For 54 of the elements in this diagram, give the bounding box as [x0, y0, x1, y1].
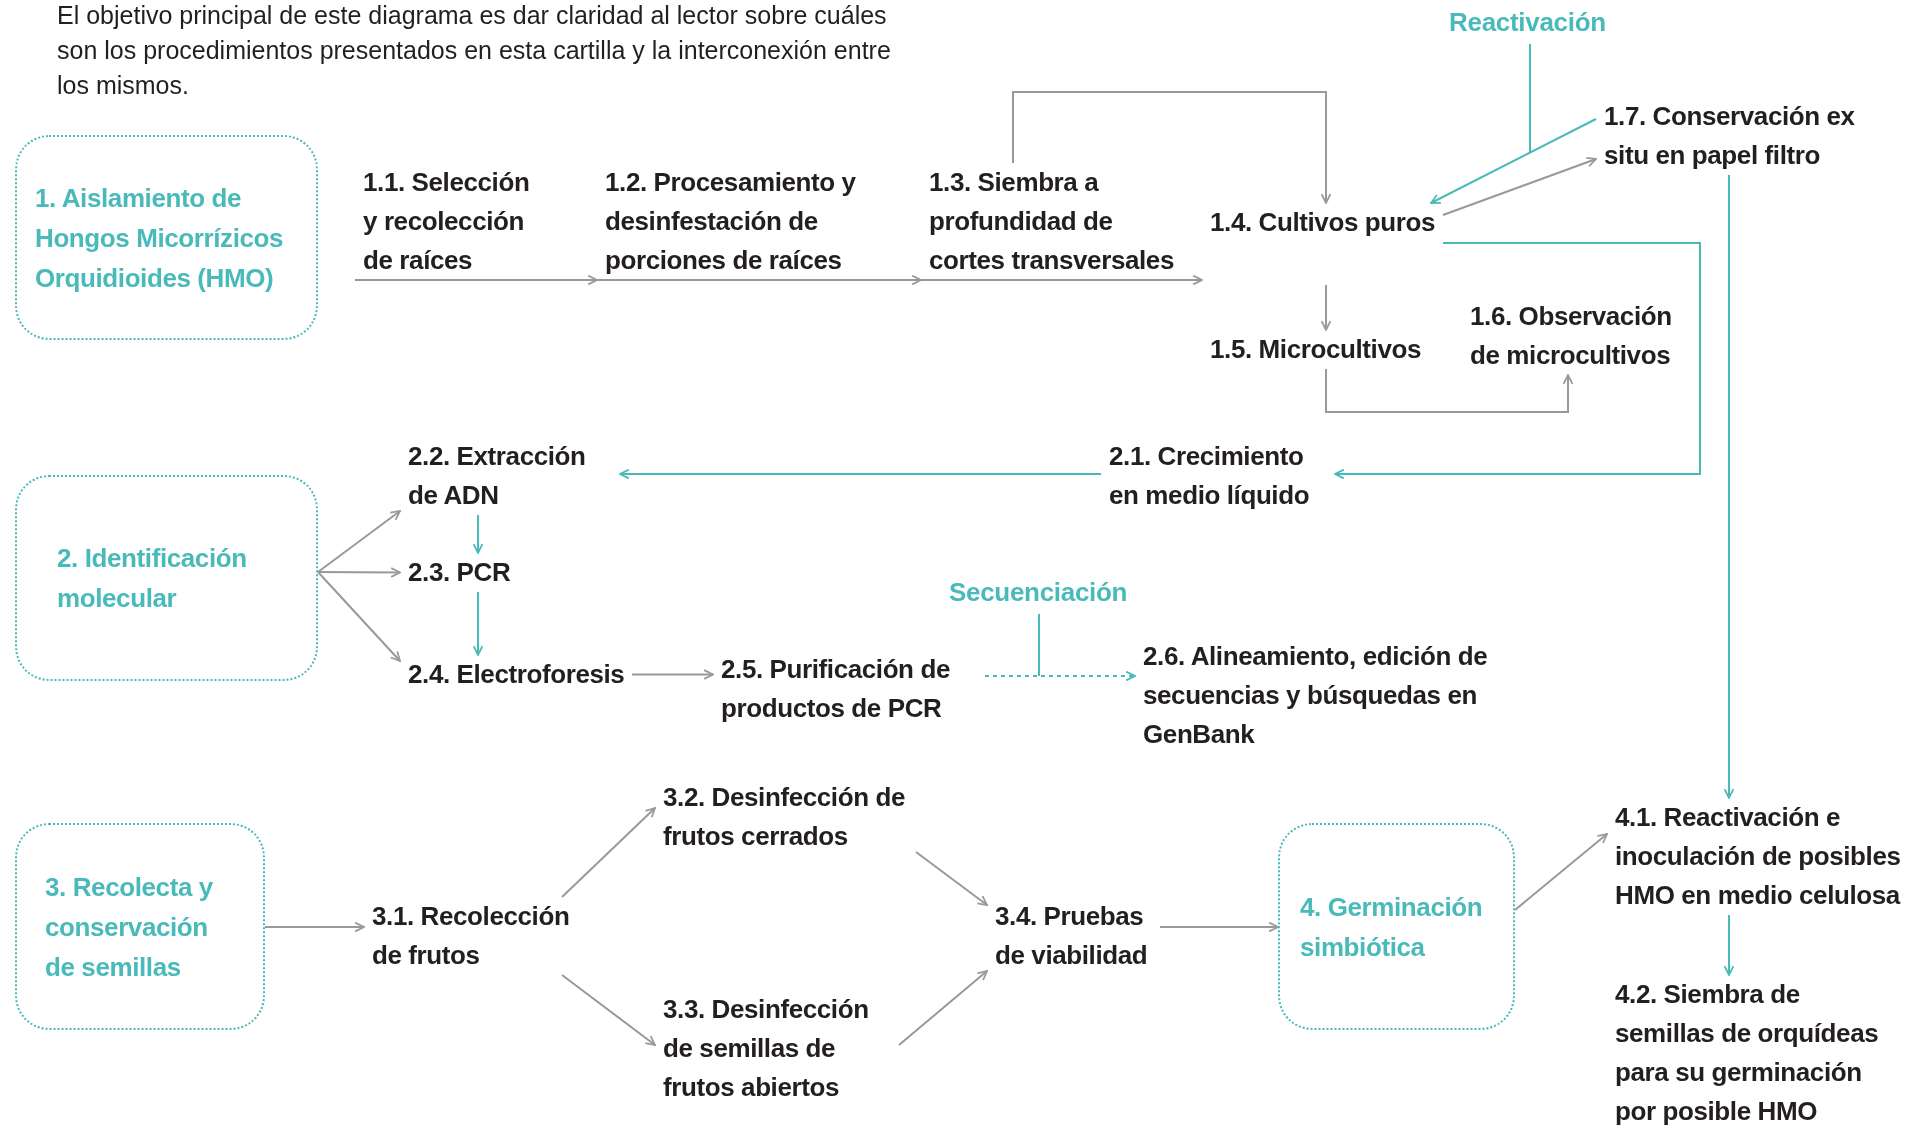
arrow: [898, 970, 988, 1046]
arrow: [317, 571, 401, 662]
step-text: 3.2. Desinfección de frutos cerrados: [663, 781, 906, 853]
step-text: 3.1. Recolección de frutos: [372, 900, 571, 972]
arrow: [631, 669, 714, 680]
arrow: [1442, 157, 1597, 216]
step-text: 2.6. Alineamiento, edición de secuencias y búsquedas en GenBank: [1143, 640, 1489, 751]
dotted-group-box: [15, 475, 318, 681]
arrow: [561, 974, 656, 1046]
arrow: [619, 468, 1102, 480]
step-text: 2.3. PCR: [408, 556, 511, 589]
step-text: 2.4. Electroforesis: [408, 658, 625, 691]
arrow: [1325, 368, 1574, 413]
group-title: 3. Recolecta y conservación de semillas: [45, 870, 214, 984]
group-title: 2. Identificación molecular: [57, 542, 248, 615]
arrow: [1012, 91, 1332, 204]
step-text: 1.1. Selección y recolección de raíces: [363, 166, 531, 277]
group-title: 4. Germinación simbiótica: [1300, 890, 1484, 964]
step-text: 2.1. Crecimiento en medio líquido: [1109, 440, 1311, 512]
arrow: [1430, 118, 1597, 204]
step-text: 4.1. Reactivación e inoculación de posibles HMO en medio celulosa: [1615, 801, 1902, 912]
step-text: 2.5. Purificación de productos de PCR: [721, 653, 951, 725]
step-text: 1.6. Observación de microcultivos: [1470, 300, 1673, 372]
step-text: 1.2. Procesamiento y desinfestación de porciones de raíces: [605, 166, 857, 277]
arrow: [984, 670, 1136, 682]
arrow: [1320, 284, 1332, 331]
arrow: [472, 514, 484, 554]
arrow: [317, 567, 401, 578]
step-text: 1.5. Microcultivos: [1210, 333, 1421, 366]
dotted-group-box: [15, 823, 265, 1030]
step-text: 2.2. Extracción de ADN: [408, 440, 587, 512]
group-title: 1. Aislamiento de Hongos Micorrízicos Orquidioides (HMO): [35, 181, 285, 295]
arrow: [1723, 174, 1735, 799]
arrow: [596, 274, 922, 286]
arrow: [920, 274, 1203, 286]
arrow: [264, 921, 365, 933]
arrow: [317, 510, 401, 573]
arrow: [354, 274, 598, 286]
arrow: [915, 851, 988, 906]
dotted-group-box: [15, 135, 318, 340]
step-text: 1.7. Conservación ex situ en papel filtro: [1604, 100, 1856, 172]
step-text: 4.2. Siembra de semillas de orquídeas para su germinación por posible HMO: [1615, 978, 1880, 1128]
arrow: [1159, 921, 1279, 933]
step-text: 3.4. Pruebas de viabilidad: [995, 900, 1149, 972]
step-text: 1.4. Cultivos puros: [1210, 206, 1435, 239]
dotted-group-box: [1278, 823, 1515, 1030]
arrow: [472, 591, 484, 656]
step-text: 3.3. Desinfección de semillas de frutos abiertos: [663, 993, 870, 1104]
arrow: [1334, 242, 1701, 480]
step-text: 1.3. Siembra a profundidad de cortes transversales: [929, 166, 1175, 277]
arrow: [1514, 833, 1608, 911]
arrow: [1723, 914, 1735, 976]
intro-paragraph: El objetivo principal de este diagrama es dar claridad al lector sobre cuáles son los procedimientos presentados en esta cartilla y la interconexión entre los mismos.: [57, 0, 892, 101]
arrow: [561, 807, 656, 898]
